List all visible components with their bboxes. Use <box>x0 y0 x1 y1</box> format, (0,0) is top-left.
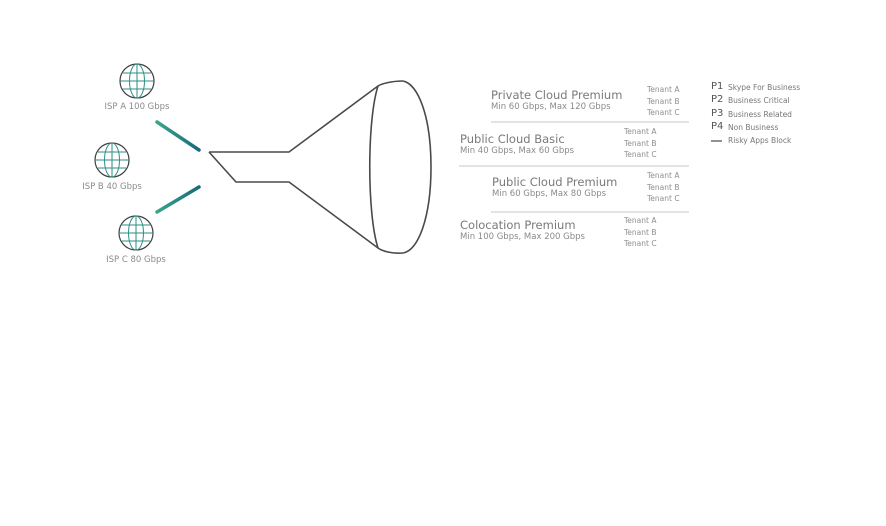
tenant-label: Tenant A <box>647 171 680 180</box>
service-subtitle: Min 100 Gbps, Max 200 Gbps <box>460 232 585 242</box>
service-title: Public Cloud Basic <box>460 132 565 146</box>
tenant-label: Tenant A <box>624 216 657 225</box>
tenant-label: Tenant C <box>624 150 657 159</box>
legend-code: P3 <box>711 108 724 119</box>
legend-text: Business Related <box>728 110 792 119</box>
tenant-label: Tenant B <box>624 139 657 148</box>
funnel-shape <box>208 80 432 254</box>
service-subtitle: Min 40 Gbps, Max 60 Gbps <box>460 146 575 156</box>
legend-code: P1 <box>711 81 724 92</box>
tenant-label: Tenant C <box>647 108 680 117</box>
isp-a-link <box>155 120 201 152</box>
tenant-label: Tenant C <box>624 239 657 248</box>
tenant-label: Tenant B <box>647 183 680 192</box>
tenant-label: Tenant A <box>624 127 657 136</box>
globe-icon-isp-b <box>94 142 130 178</box>
isp-c-link <box>155 185 201 214</box>
service-title: Public Cloud Premium <box>492 175 618 189</box>
tenant-bars-3 <box>621 175 641 202</box>
legend-text: Business Critical <box>728 96 790 105</box>
tenant-bars-4 <box>598 220 618 247</box>
legend-text: Non Business <box>728 123 779 132</box>
globe-icon-isp-c <box>118 215 154 251</box>
service-title: Colocation Premium <box>460 218 576 232</box>
service-subtitle: Min 60 Gbps, Max 80 Gbps <box>492 189 607 199</box>
isp-a-label: ISP A 100 Gbps <box>104 102 170 112</box>
tenant-label: Tenant B <box>647 97 680 106</box>
service-subtitle: Min 60 Gbps, Max 120 Gbps <box>491 102 611 112</box>
legend-text: Skype For Business <box>728 83 801 92</box>
tenant-bars-2 <box>598 131 618 158</box>
tenant-label: Tenant B <box>624 228 657 237</box>
service-title: Private Cloud Premium <box>491 88 623 102</box>
isp-b-label: ISP B 40 Gbps <box>82 182 142 192</box>
globe-icon-isp-a <box>119 63 155 99</box>
legend-code: P4 <box>711 121 724 132</box>
tenant-label: Tenant C <box>647 194 680 203</box>
tenant-label: Tenant A <box>647 85 680 94</box>
tenant-bars-1 <box>621 89 641 116</box>
legend-code: P2 <box>711 94 724 105</box>
isp-c-label: ISP C 80 Gbps <box>106 255 166 265</box>
legend-text: Risky Apps Block <box>728 136 792 145</box>
